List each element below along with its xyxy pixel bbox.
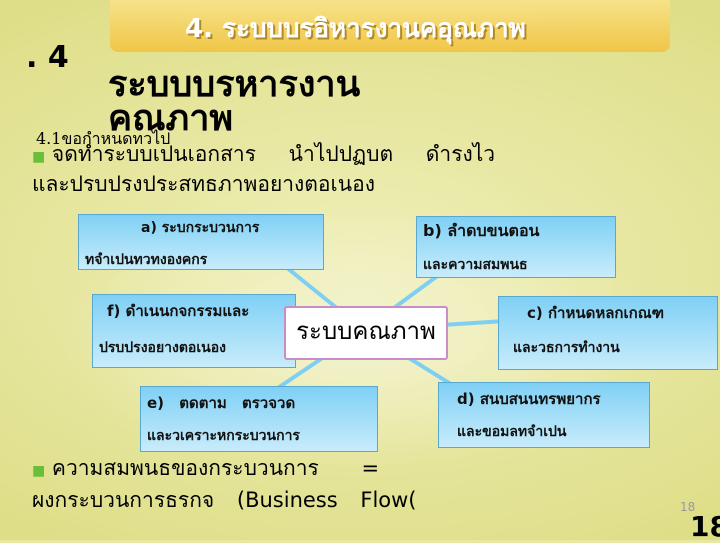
box-d-label: d) สนบสนนทรพยากร <box>457 390 601 408</box>
box-e-label: e) ตดตาม ตรวจวด <box>147 394 296 412</box>
box-b-label: b) ลำดบขนตอน <box>423 221 540 240</box>
title-banner <box>110 0 670 52</box>
box-b: b) ลำดบขนตอน และความสมพนธ <box>416 216 616 278</box>
bullet-square-icon: ■ <box>32 149 46 165</box>
section-number: . 4 <box>26 40 69 75</box>
subheading: 4.1ขอกำหนดทวไป <box>36 129 171 148</box>
banner-title: 4. ระบบบรอิหารงานคอุณภาพ <box>185 14 526 44</box>
box-d: d) สนบสนนทรพยากร และขอมลทจำเปน <box>438 382 650 448</box>
bullet1: ■ จดทำระบบเปนเอกสาร นำไปปฏบต ดำรงไว <box>32 138 495 171</box>
box-a-sub: ทจำเปนทวทงองคกร <box>85 252 208 268</box>
box-c-label: c) กำหนดหลกเกณฑ <box>527 304 665 322</box>
bullet2-continuation: ผงกระบวนการธรกจ (Business Flow( <box>32 488 417 512</box>
box-f: f) ดำเนนกจกรรมและ ปรบปรงอยางตอเนอง <box>92 294 296 368</box>
box-f-sub: ปรบปรงอยางตอเนอง <box>99 340 226 356</box>
box-a: a) ระบกระบวนการ ทจำเปนทวทงองคกร <box>78 214 324 270</box>
box-b-sub: และความสมพนธ <box>423 257 528 273</box>
box-d-sub: และขอมลทจำเปน <box>457 424 567 440</box>
bullet1-text: จดทำระบบเปนเอกสาร นำไปปฏบต ดำรงไว <box>51 142 496 166</box>
box-e-sub: และวเคราะหกระบวนการ <box>147 428 300 444</box>
bullet2-text: ความสมพนธของกระบวนการ = <box>51 456 380 480</box>
bullet-square-icon: ■ <box>32 463 46 479</box>
bullet2: ■ ความสมพนธของกระบวนการ = <box>32 452 379 485</box>
main-heading: ระบบบรหารงาน คณภาพ <box>108 64 361 139</box>
page-number-small: 18 <box>680 500 696 514</box>
bullet1-continuation: และปรบปรงประสทธภาพอยางตอเนอง <box>32 172 375 196</box>
box-e: e) ตดตาม ตรวจวด และวเคราะหกระบวนการ <box>140 386 378 452</box>
box-c-sub: และวธการทำงาน <box>513 340 620 356</box>
center-node: ระบบคณภาพ <box>284 306 448 360</box>
box-a-label: a) ระบกระบวนการ <box>141 220 260 236</box>
box-c: c) กำหนดหลกเกณฑ และวธการทำงาน <box>498 296 718 370</box>
box-f-label: f) ดำเนนกจกรรมและ <box>107 302 250 320</box>
page-number-large: 18 <box>690 510 720 543</box>
